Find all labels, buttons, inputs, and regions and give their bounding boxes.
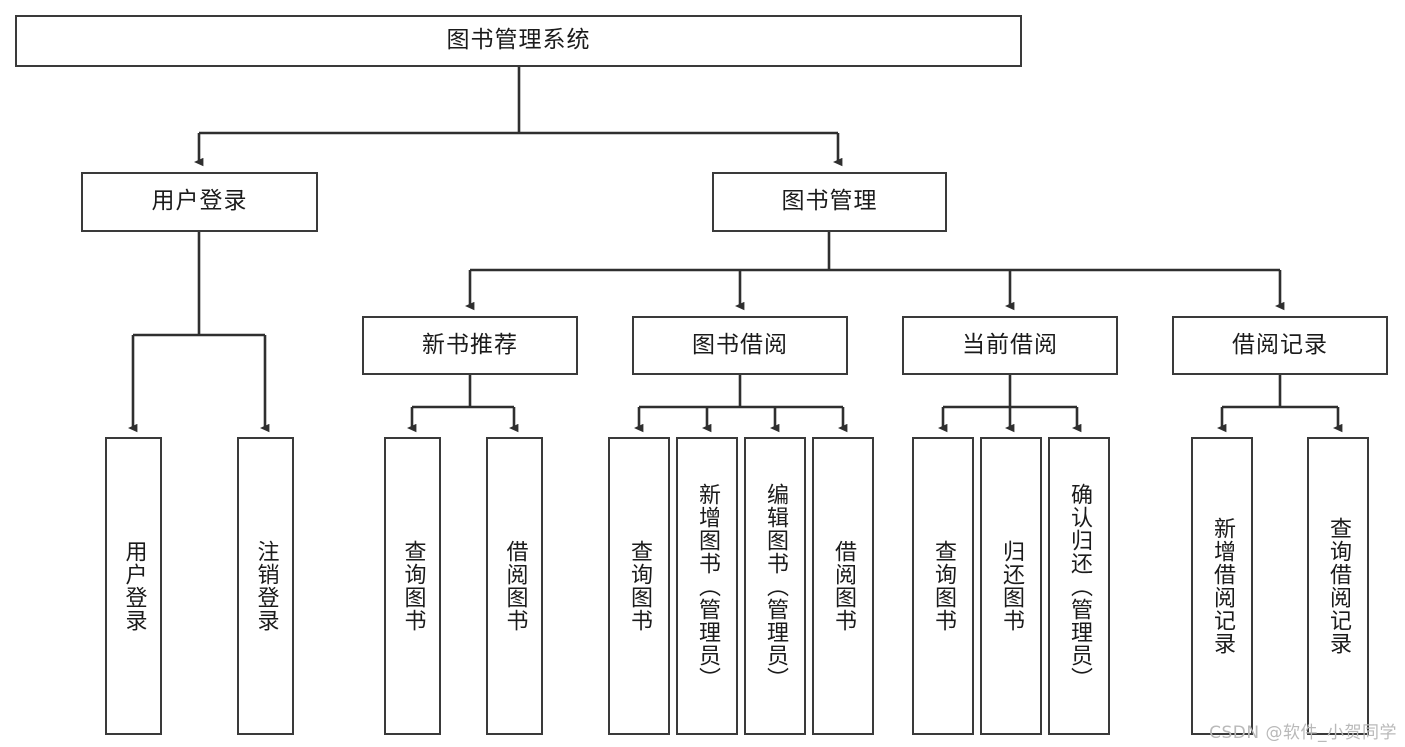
- node-label: 查询图书: [400, 540, 426, 632]
- node-label: 新增借阅记录: [1209, 517, 1235, 655]
- leaf-query-book-current[interactable]: 查询图书: [912, 437, 974, 735]
- node-label: 查询图书: [930, 540, 956, 632]
- watermark-text: CSDN @软件_小贺同学: [1209, 723, 1397, 743]
- leaf-query-book-borrow[interactable]: 查询图书: [608, 437, 670, 735]
- leaf-edit-book-admin[interactable]: 编辑图书（管理员）: [744, 437, 806, 735]
- node-label: 图书借阅: [692, 331, 788, 358]
- leaf-confirm-return-admin[interactable]: 确认归还（管理员）: [1048, 437, 1110, 735]
- node-label: 归还图书: [998, 540, 1024, 632]
- node-label: 注销登录: [253, 540, 279, 632]
- node-label: 借阅记录: [1232, 331, 1328, 358]
- leaf-return-book[interactable]: 归还图书: [980, 437, 1042, 735]
- leaf-borrow-book-recommend[interactable]: 借阅图书: [486, 437, 543, 735]
- leaf-query-book-recommend[interactable]: 查询图书: [384, 437, 441, 735]
- node-label: 查询借阅记录: [1325, 517, 1351, 655]
- leaf-query-borrow-record[interactable]: 查询借阅记录: [1307, 437, 1369, 735]
- node-book-borrow[interactable]: 图书借阅: [632, 316, 848, 375]
- node-user-login[interactable]: 用户登录: [81, 172, 318, 232]
- node-label: 用户登录: [121, 540, 147, 632]
- node-label: 新书推荐: [422, 331, 518, 358]
- node-new-book-recommend[interactable]: 新书推荐: [362, 316, 578, 375]
- leaf-add-borrow-record[interactable]: 新增借阅记录: [1191, 437, 1253, 735]
- node-label: 确认归还（管理员）: [1066, 482, 1092, 690]
- node-label: 图书管理系统: [446, 27, 591, 54]
- node-book-management[interactable]: 图书管理: [712, 172, 947, 232]
- leaf-logout[interactable]: 注销登录: [237, 437, 294, 735]
- node-label: 用户登录: [151, 188, 248, 215]
- node-label: 图书管理: [781, 188, 878, 215]
- node-label: 查询图书: [626, 540, 652, 632]
- leaf-borrow-book[interactable]: 借阅图书: [812, 437, 874, 735]
- node-label: 借阅图书: [830, 540, 856, 632]
- leaf-add-book-admin[interactable]: 新增图书（管理员）: [676, 437, 738, 735]
- node-label: 新增图书（管理员）: [694, 482, 720, 690]
- node-root-system[interactable]: 图书管理系统: [15, 15, 1022, 67]
- node-label: 借阅图书: [502, 540, 528, 632]
- node-borrow-record[interactable]: 借阅记录: [1172, 316, 1388, 375]
- leaf-user-login[interactable]: 用户登录: [105, 437, 162, 735]
- node-label: 当前借阅: [962, 331, 1058, 358]
- node-current-borrow[interactable]: 当前借阅: [902, 316, 1118, 375]
- node-label: 编辑图书（管理员）: [762, 482, 788, 690]
